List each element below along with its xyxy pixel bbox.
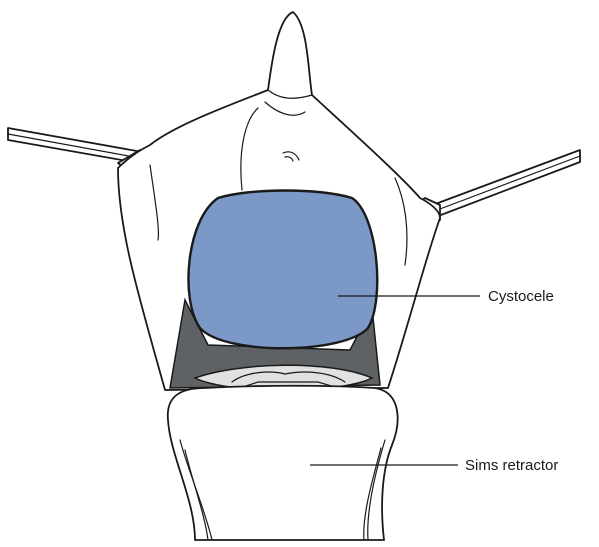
cystocele-bulge — [188, 191, 377, 349]
sims-retractor-label: Sims retractor — [465, 457, 558, 474]
cystocele-label: Cystocele — [488, 288, 554, 305]
sims-retractor-blade — [168, 386, 398, 540]
